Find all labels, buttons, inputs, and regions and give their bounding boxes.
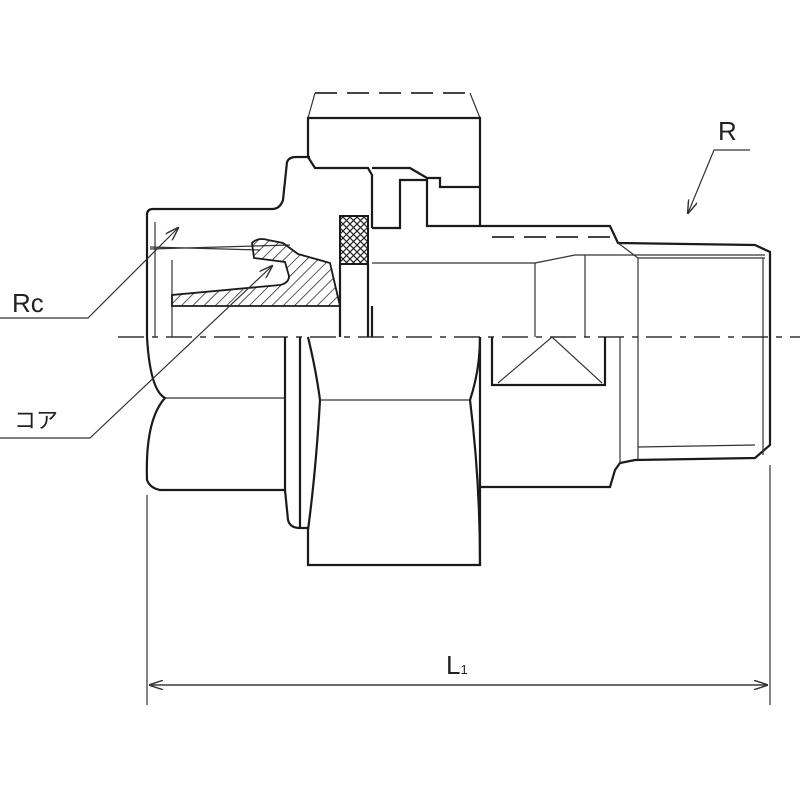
union-nut xyxy=(298,92,482,567)
label-r: R xyxy=(718,116,737,146)
label-l-subscript: 1 xyxy=(460,662,468,677)
dimension-l1 xyxy=(146,465,771,705)
leader-lines xyxy=(0,149,750,439)
left-body xyxy=(145,155,310,530)
label-core: コア xyxy=(14,408,59,433)
label-l: L xyxy=(446,650,461,680)
right-body xyxy=(372,224,772,489)
label-rc: Rc xyxy=(12,288,44,318)
gasket xyxy=(339,215,369,265)
core-insert xyxy=(171,238,342,307)
label-l1: L1 xyxy=(446,652,468,678)
